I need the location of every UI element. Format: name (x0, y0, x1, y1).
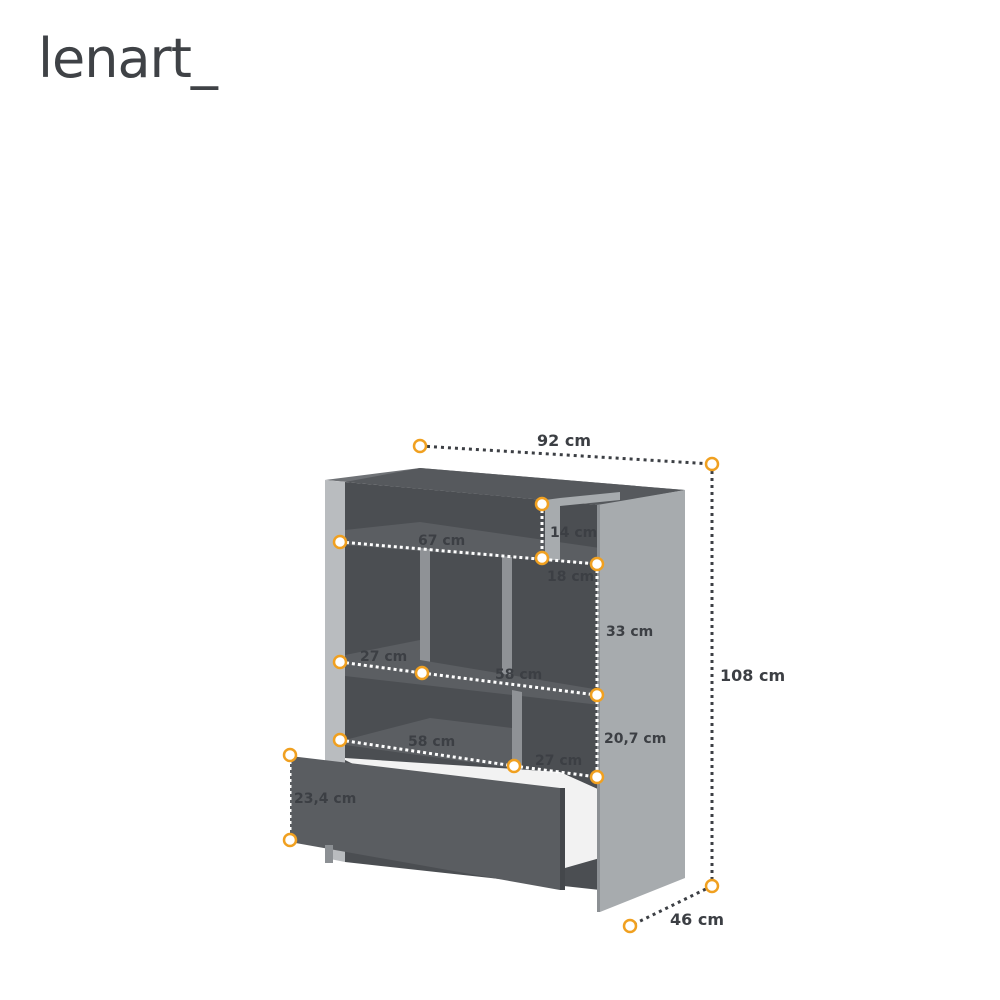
marker (622, 918, 638, 934)
marker (589, 769, 605, 785)
label-middle-compartment-height: 33 cm (606, 624, 653, 640)
left-compartment-dim (339, 660, 423, 675)
marker (412, 438, 428, 454)
lower-divider (512, 690, 522, 770)
depth-dim-line (629, 884, 713, 928)
lower-shelf (345, 718, 512, 768)
marker (506, 758, 522, 774)
dimension-labels: 92 cm 108 cm 46 cm 67 cm 14 cm 18 cm 33 … (294, 431, 785, 929)
label-depth-total: 46 cm (670, 910, 724, 929)
label-lower-compartment-height: 20,7 cm (604, 731, 666, 747)
label-top-compartment-width: 18 cm (547, 569, 594, 585)
brand-logo: lenart_ (38, 32, 218, 86)
top-shelf-dim (339, 540, 598, 566)
dimension-markers (282, 438, 720, 934)
middle-shelf (345, 660, 600, 705)
right-side-panel (597, 490, 685, 912)
lower-shelf-dim (339, 738, 515, 768)
label-top-compartment-height: 14 cm (550, 525, 597, 541)
label-lower-shelf-width: 58 cm (408, 734, 455, 750)
marker (589, 556, 605, 572)
left-leg (325, 845, 333, 863)
label-width-total: 92 cm (537, 431, 591, 450)
label-top-shelf-width: 67 cm (418, 533, 465, 549)
marker (332, 654, 348, 670)
label-height-total: 108 cm (720, 666, 785, 685)
drawer-front (290, 756, 560, 890)
lower-right-dim (513, 764, 598, 779)
top-box-lid (560, 492, 620, 506)
marker (534, 496, 550, 512)
marker (282, 747, 298, 763)
top-compartment-divider (545, 498, 560, 560)
label-drawer-height: 23,4 cm (294, 791, 356, 807)
bookcase-illustration (290, 468, 685, 912)
marker (332, 732, 348, 748)
middle-left-divider (420, 548, 430, 672)
marker (589, 687, 605, 703)
marker (332, 534, 348, 550)
marker (282, 832, 298, 848)
brand-suffix: _ (190, 27, 218, 90)
inner-dimension-lines (288, 504, 599, 840)
middle-right-divider (502, 556, 512, 680)
middle-shelf-dim (421, 671, 598, 697)
marker (534, 550, 550, 566)
label-left-compartment-width: 27 cm (360, 649, 407, 665)
brand-name: lenart (38, 27, 192, 90)
drawer-front-edge (560, 788, 565, 890)
outer-dimension-lines (419, 444, 714, 928)
label-lower-right-width: 27 cm (535, 753, 582, 769)
marker (704, 878, 720, 894)
label-middle-shelf-width: 58 cm (495, 667, 542, 683)
marker (704, 456, 720, 472)
marker (414, 665, 430, 681)
